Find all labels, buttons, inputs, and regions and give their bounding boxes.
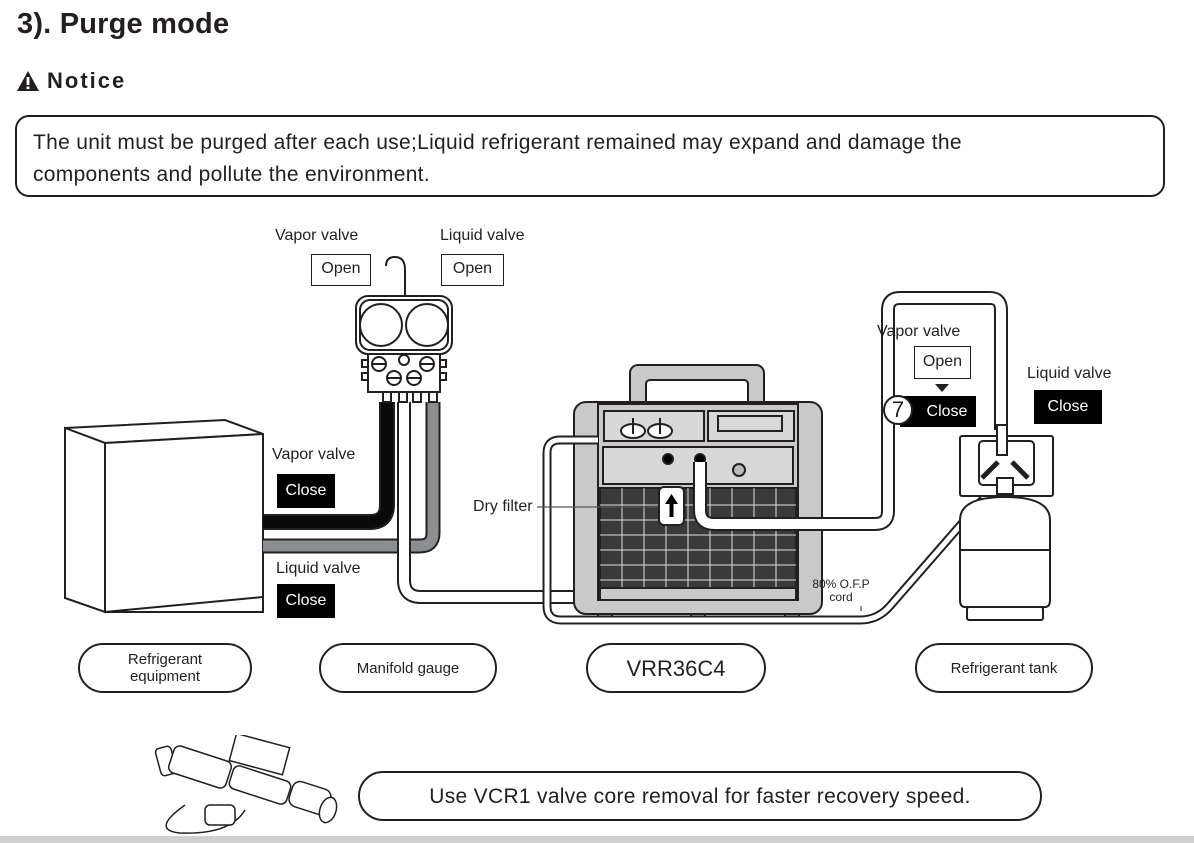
manifold-liquid-valve-label: Liquid valve xyxy=(440,227,525,244)
label-refrigerant-tank-text: Refrigerant tank xyxy=(950,659,1058,677)
label-manifold-gauge-text: Manifold gauge xyxy=(356,659,460,677)
purge-return-hose xyxy=(542,435,989,625)
liquid-hose xyxy=(263,402,441,554)
refrigerant-tank-illustration xyxy=(959,424,1054,621)
notice-heading-text: Notice xyxy=(47,68,127,93)
notice-text-line-2: components and pollute the environment. xyxy=(33,163,430,186)
notice-box: The unit must be purged after each use;L… xyxy=(15,115,1165,197)
warning-triangle-icon xyxy=(17,71,39,91)
dry-filter-label: Dry filter xyxy=(473,498,533,515)
manifold-vapor-valve-state: Open xyxy=(311,254,371,286)
dry-filter-illustration xyxy=(537,486,685,526)
equipment-liquid-valve-state: Close xyxy=(277,584,335,618)
tank-liquid-valve-state: Close xyxy=(1034,390,1102,424)
ofp-cord-label-line-2: cord xyxy=(829,590,853,604)
equipment-liquid-valve-label: Liquid valve xyxy=(276,560,361,577)
page-bottom-edge xyxy=(0,836,1194,843)
manifold-vapor-valve-label: Vapor valve xyxy=(275,227,359,244)
label-manifold-gauge: Manifold gauge xyxy=(319,643,497,693)
tank-vapor-valve-label: Vapor valve xyxy=(877,323,961,340)
label-refrigerant-equipment: Refrigerant equipment xyxy=(78,643,252,693)
ofp-cord-label-line-1: 80% O.F.P xyxy=(812,577,870,591)
ofp-cord-label: 80% O.F.P cord xyxy=(806,578,876,604)
tank-liquid-valve-label: Liquid valve xyxy=(1027,365,1112,382)
tank-vapor-valve-from-state: Open xyxy=(914,346,971,379)
equipment-vapor-valve-label: Vapor valve xyxy=(272,446,356,463)
label-refrigerant-equipment-text: Refrigerant equipment xyxy=(127,651,203,685)
tip-note: Use VCR1 valve core removal for faster r… xyxy=(358,771,1042,821)
equipment-vapor-valve-state: Close xyxy=(277,474,335,508)
step-number-badge: 7 xyxy=(883,395,913,425)
refrigerant-equipment-illustration xyxy=(64,418,264,614)
arrow-down-icon xyxy=(935,384,949,392)
page-title: 3). Purge mode xyxy=(17,8,230,40)
label-refrigerant-tank: Refrigerant tank xyxy=(915,643,1093,693)
manifold-liquid-valve-state: Open xyxy=(441,254,504,286)
notice-text-line-1: The unit must be purged after each use;L… xyxy=(33,131,962,154)
label-recovery-unit: VRR36C4 xyxy=(586,643,766,693)
tip-note-text: Use VCR1 valve core removal for faster r… xyxy=(429,784,971,808)
manifold-gauge-illustration xyxy=(355,255,453,403)
notice-heading: Notice xyxy=(17,68,126,94)
recovery-unit-illustration xyxy=(573,364,823,621)
vapor-hose xyxy=(263,402,395,530)
label-recovery-unit-text: VRR36C4 xyxy=(626,655,726,681)
vcr1-valve-core-tool-illustration xyxy=(154,735,338,834)
